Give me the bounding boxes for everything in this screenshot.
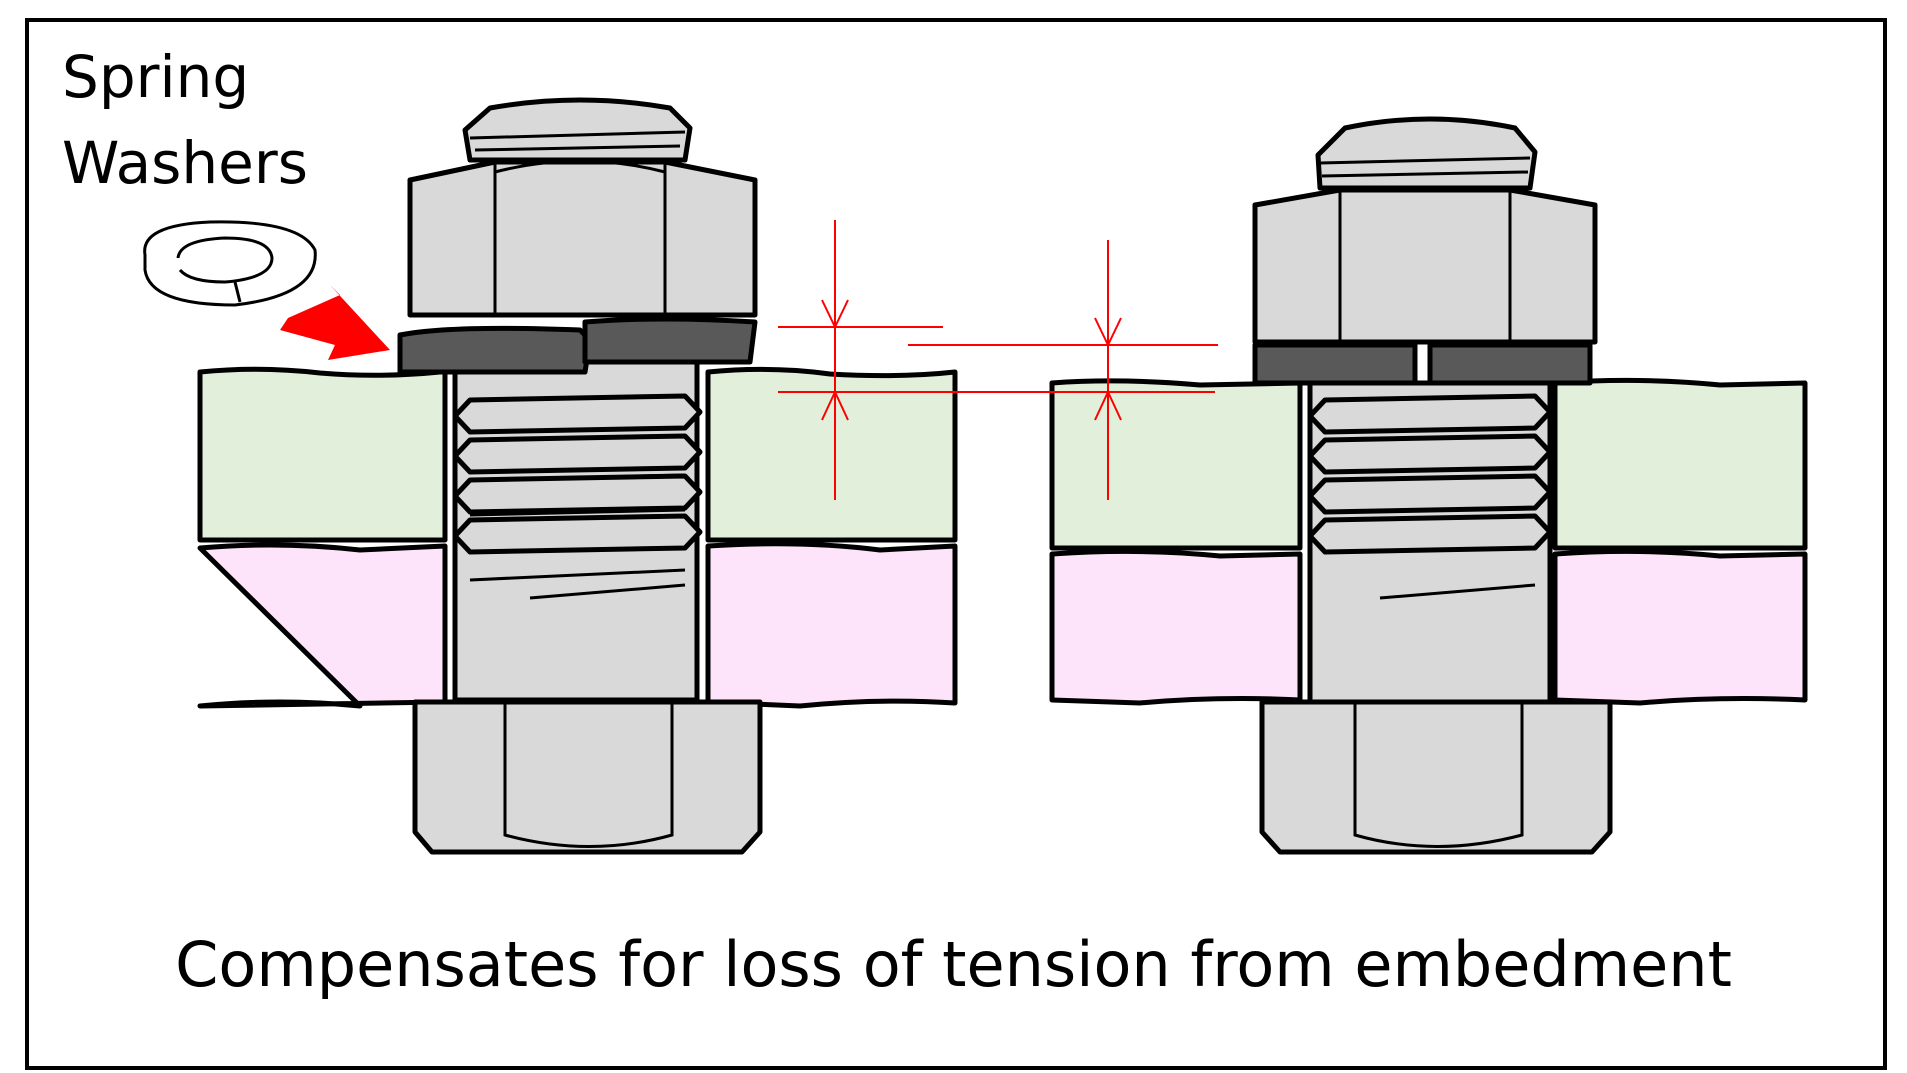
- spring-label-line1: Spring: [62, 43, 250, 111]
- right-flat-washer: [1252, 342, 1593, 386]
- spring-washer-icon: [143, 220, 317, 307]
- right-bolt-head: [1259, 699, 1613, 855]
- right-nut: [1252, 187, 1598, 345]
- left-bottom-plate: [197, 541, 958, 709]
- spring-label-line2: Washers: [62, 129, 308, 197]
- left-top-plate: [197, 366, 958, 543]
- left-assembly: [197, 97, 958, 855]
- right-top-plate: [1049, 377, 1808, 551]
- right-assembly: [1049, 116, 1808, 855]
- spring-washers-label: Spring Washers: [62, 34, 308, 206]
- diagram-caption: Compensates for loss of tension from emb…: [175, 928, 1732, 1001]
- red-arrow-icon: [280, 285, 390, 360]
- left-bolt-shank: [452, 342, 703, 703]
- dimension-lines: [778, 220, 1218, 500]
- right-bolt-tip: [1315, 116, 1538, 191]
- right-bolt-shank: [1307, 380, 1553, 706]
- left-nut: [407, 159, 758, 318]
- left-spring-washer: [397, 316, 758, 375]
- left-bolt-head: [412, 699, 763, 855]
- left-bolt-tip: [462, 97, 693, 163]
- right-bottom-plate: [1049, 548, 1808, 706]
